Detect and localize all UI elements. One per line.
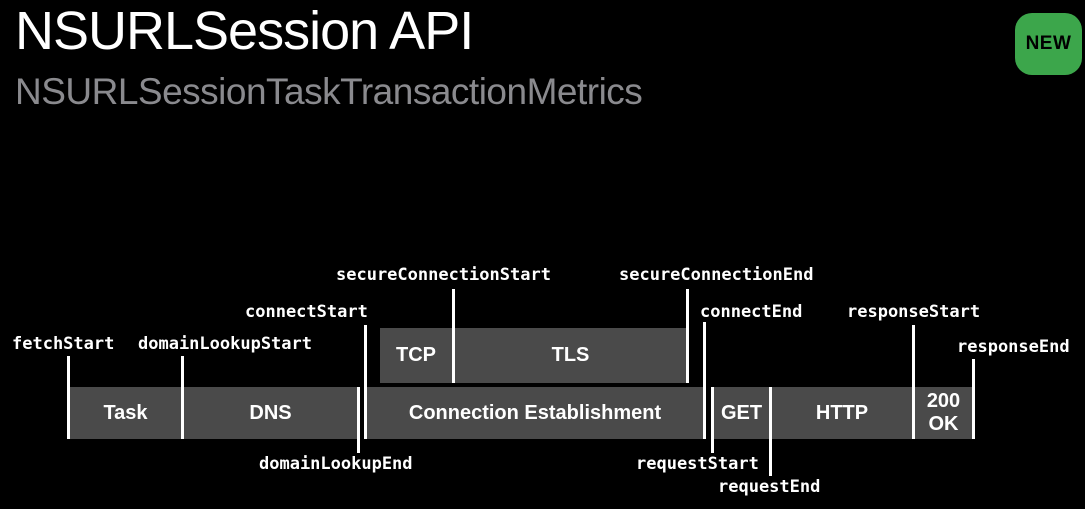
bar-label: TCP [396,344,436,366]
bar-label: TLS [551,344,590,366]
marker-label-responsestart: responseStart [847,302,981,322]
marker-line-responsestart [912,325,915,439]
marker-label-secureconnectionstart: secureConnectionStart [336,265,551,285]
marker-label-domainlookupstart: domainLookupStart [138,334,312,354]
bar-label: HTTP [815,401,869,424]
marker-line-connectend [703,322,706,439]
marker-line-secureconnectionend [686,289,689,383]
timeline-bar-200-ok: 200 OK [915,387,972,439]
marker-label-connectstart: connectStart [245,302,368,322]
timeline-bar-connection-establishment: Connection Establishment [367,387,703,439]
marker-label-secureconnectionend: secureConnectionEnd [619,265,814,285]
bar-label: 200 OK [926,390,961,435]
bar-label: DNS [249,401,292,424]
timeline-bar-task: Task [70,387,181,439]
new-badge: NEW [1015,13,1082,75]
timeline-bar-tcp: TCP [380,328,452,383]
marker-line-secureconnectionstart [452,289,455,383]
marker-line-domainlookupend [357,387,360,453]
marker-label-fetchstart: fetchStart [12,334,115,354]
marker-label-requestend: requestEnd [718,477,821,497]
marker-line-domainlookupstart [181,356,184,439]
marker-label-connectend: connectEnd [700,302,803,322]
marker-line-responseend [972,359,975,439]
bar-label: Connection Establishment [408,401,662,424]
bar-label: Task [103,401,148,424]
bar-label: GET [720,401,763,424]
marker-label-responseend: responseEnd [957,337,1070,357]
marker-label-requeststart: requestStart [636,454,759,474]
timeline-bar-http: HTTP [772,387,912,439]
marker-line-requeststart [711,387,714,453]
marker-label-domainlookupend: domainLookupEnd [259,454,413,474]
marker-line-fetchstart [67,356,70,439]
marker-line-requestend [769,387,772,476]
timeline-bar-tls: TLS [455,328,686,383]
marker-line-connectstart [364,325,367,439]
page-subtitle: NSURLSessionTaskTransactionMetrics [15,71,643,112]
timeline-bar-dns: DNS [184,387,357,439]
timeline-bar-get: GET [714,387,769,439]
page-title: NSURLSession API [15,1,474,61]
